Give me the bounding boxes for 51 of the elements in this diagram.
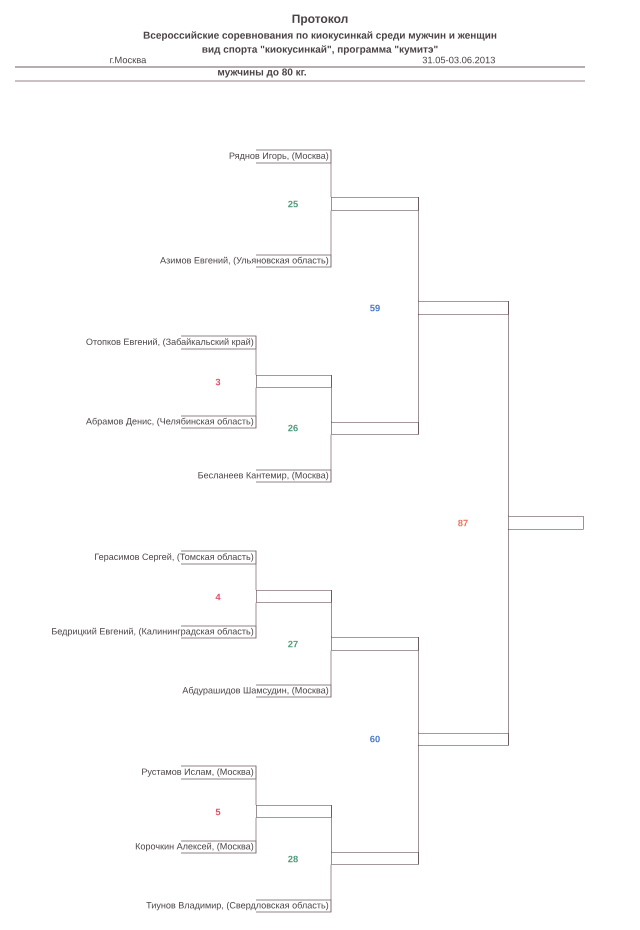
competitor-slot: Герасимов Сергей, (Томская область)	[95, 550, 256, 564]
bracket-line	[330, 864, 332, 913]
winner-slot	[256, 375, 332, 388]
bracket-line	[418, 636, 419, 734]
match-number: 4	[216, 594, 221, 600]
competitor-slot: Ряднов Игорь, (Москва)	[230, 150, 332, 164]
match-number: 3	[216, 378, 220, 386]
competitor-slot: Рустамов Ислам, (Москва)	[142, 766, 256, 780]
winner-slot	[331, 422, 419, 435]
winner-slot	[508, 516, 584, 530]
winner-slot	[418, 301, 509, 315]
competitor-slot: Отопков Евгений, (Забайкальский край)	[86, 336, 256, 350]
match-number: 87	[458, 520, 468, 526]
header-text: 31.05-03.06.2013	[422, 56, 495, 64]
header-text: г.Москва	[110, 56, 146, 64]
match-number: 27	[288, 640, 298, 648]
header-text: мужчины до 80 кг.	[218, 68, 306, 78]
match-number: 59	[370, 304, 380, 312]
winner-slot	[331, 197, 419, 211]
competitor-slot: Бедрицкий Евгений, (Калининградская область)	[52, 626, 256, 638]
winner-slot	[256, 805, 332, 818]
match-number: 25	[288, 200, 298, 208]
header-text: вид спорта "киокусинкай", программа "кумитэ"	[202, 45, 438, 55]
title: Протокол	[292, 14, 348, 26]
bracket-line	[330, 434, 332, 483]
competitor-slot: Бесланеев Кантемир, (Москва)	[198, 470, 332, 482]
winner-slot	[418, 733, 509, 746]
winner-slot	[331, 637, 419, 651]
winner-slot	[256, 590, 332, 603]
winner-slot	[331, 852, 419, 865]
competitor-slot: Корочкин Алексей, (Москва)	[136, 840, 256, 854]
bracket-line	[418, 196, 419, 302]
bracket-line	[418, 745, 419, 865]
bracket-line	[330, 149, 332, 198]
bracket-line	[330, 374, 332, 422]
bracket-line	[330, 590, 332, 638]
competitor-slot: Азимов Евгений, (Ульяновская область)	[160, 254, 332, 268]
header-text: Всероссийские соревнования по киокусинкай среди мужчин и женщин	[144, 31, 496, 41]
bracket-line	[330, 210, 332, 268]
competitor-slot: Абдурашидов Шамсудин, (Москва)	[182, 684, 332, 698]
bracket-line	[330, 804, 332, 852]
bracket-line	[418, 314, 419, 435]
match-number: 5	[216, 808, 220, 816]
bracket-line	[508, 529, 509, 746]
bracket-line	[330, 650, 332, 698]
match-number: 28	[288, 856, 298, 862]
competitor-slot: Абрамов Денис, (Челябинская область)	[86, 416, 256, 428]
bracket-line	[508, 300, 509, 516]
match-number: 60	[370, 736, 380, 742]
competitor-slot: Тиунов Владимир, (Свердловская область)	[146, 900, 332, 912]
match-number: 26	[288, 424, 298, 432]
